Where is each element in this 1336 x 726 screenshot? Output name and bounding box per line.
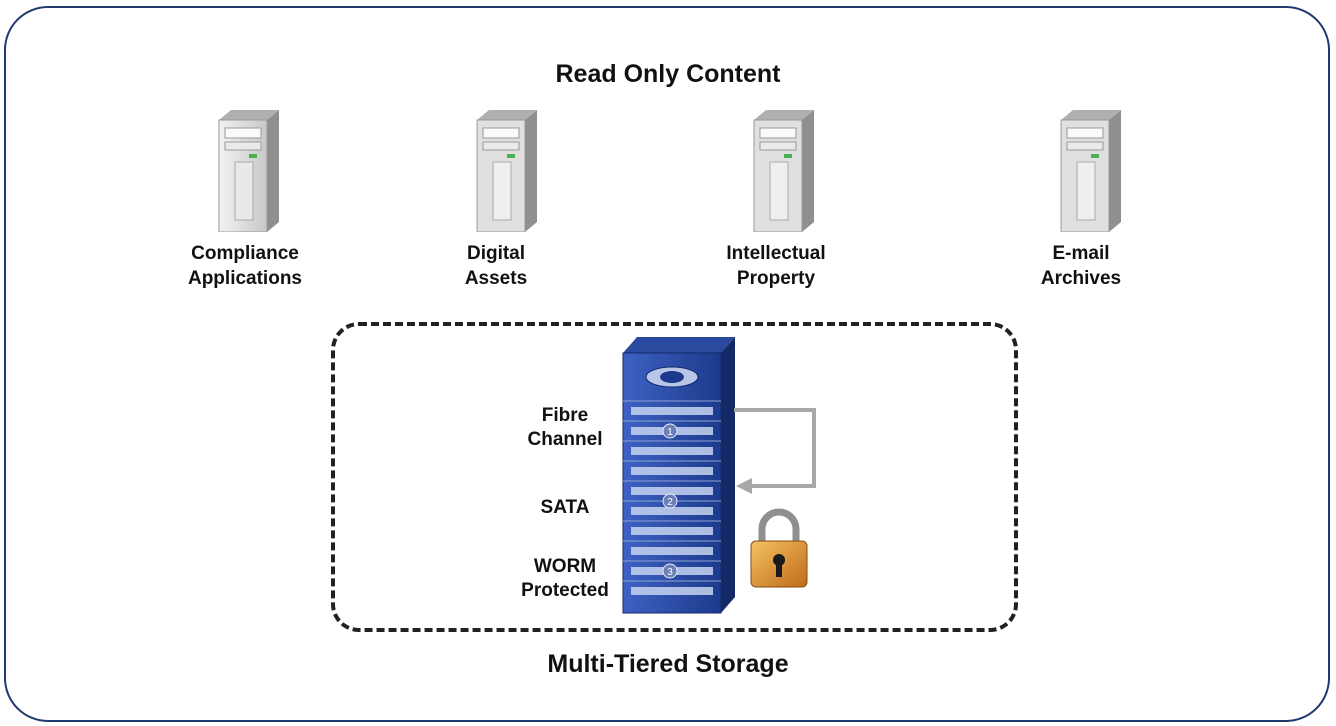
server-tower-icon — [1060, 110, 1121, 232]
storage-array-icon: 1 2 3 — [622, 337, 735, 614]
server-tower-icon — [218, 110, 279, 232]
tier-number-3: 3 — [667, 567, 673, 578]
storage-boundary — [331, 322, 1018, 632]
server-tower-icon — [476, 110, 537, 232]
migration-arrow-icon — [734, 408, 816, 494]
tier-label-sata: SATA — [540, 497, 590, 518]
multi-tiered-storage-title: Multi-Tiered Storage — [547, 650, 789, 678]
server-tower-icon — [753, 110, 814, 232]
read-only-content-title: Read Only Content — [555, 60, 781, 88]
tier-number-1: 1 — [667, 427, 673, 438]
tier-number-2: 2 — [667, 497, 673, 508]
padlock-icon — [750, 508, 808, 588]
